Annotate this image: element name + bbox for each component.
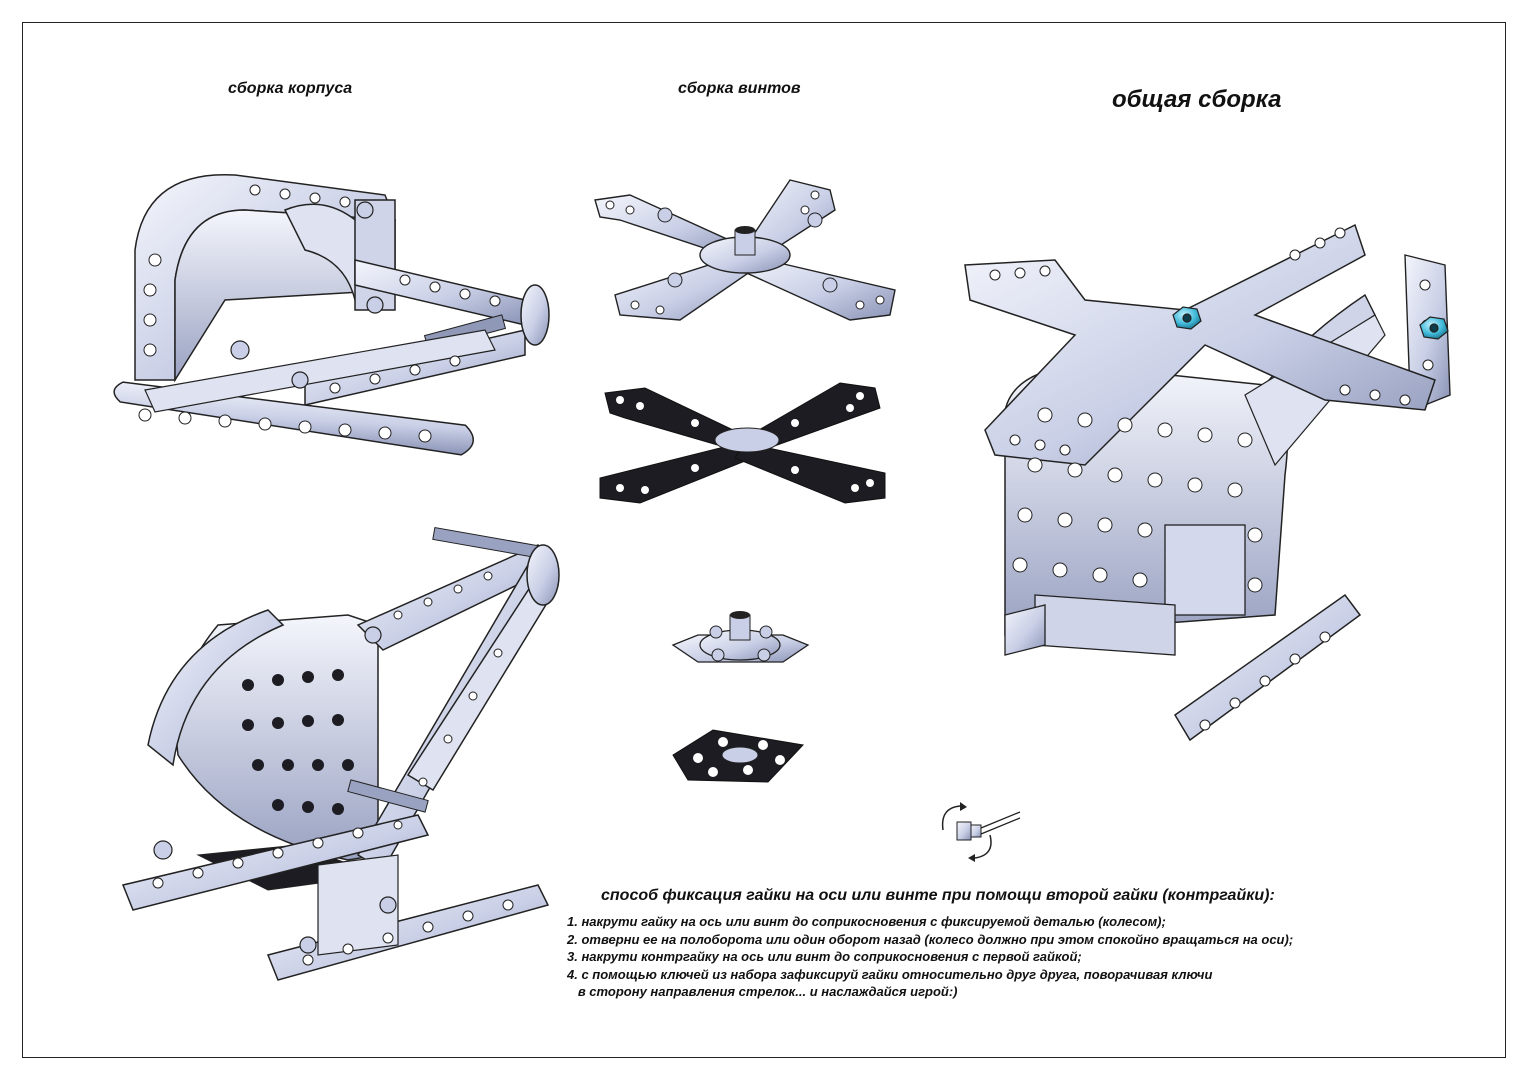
body-assembly-view-1 [113, 173, 550, 456]
body-assembly-view-2 [121, 526, 560, 981]
general-assembly-helicopter [964, 223, 1451, 742]
instruction-step: 3. накрути контргайку на ось или винт до… [567, 949, 1082, 964]
instruction-step: 1. накрути гайку на ось или винт до сопр… [567, 914, 1166, 929]
rotor-hub-dark [672, 729, 805, 783]
rotor-cross-dark [599, 382, 886, 504]
page-frame [22, 22, 1506, 1058]
instruction-step: в сторону направления стрелок... и насла… [567, 984, 958, 999]
instruction-step: 2. отверни ее на полоборота или один обо… [567, 931, 1294, 947]
rotor-assembly-title: сборка винтов [678, 80, 801, 97]
instructions-heading: способ фиксация гайки на оси или винте п… [601, 887, 1275, 904]
rotate-arrows-icon [941, 802, 1021, 862]
rotor-cross-light [594, 179, 896, 321]
instruction-step: 4. с помощью ключей из набора зафиксируй… [567, 966, 1213, 982]
body-assembly-title: сборка корпуса [228, 80, 353, 97]
instructions-steps: 1. накрути гайку на ось или винт до сопр… [567, 913, 1293, 1001]
general-assembly-title: общая сборка [1112, 86, 1282, 113]
rotor-hub-light [671, 611, 810, 663]
